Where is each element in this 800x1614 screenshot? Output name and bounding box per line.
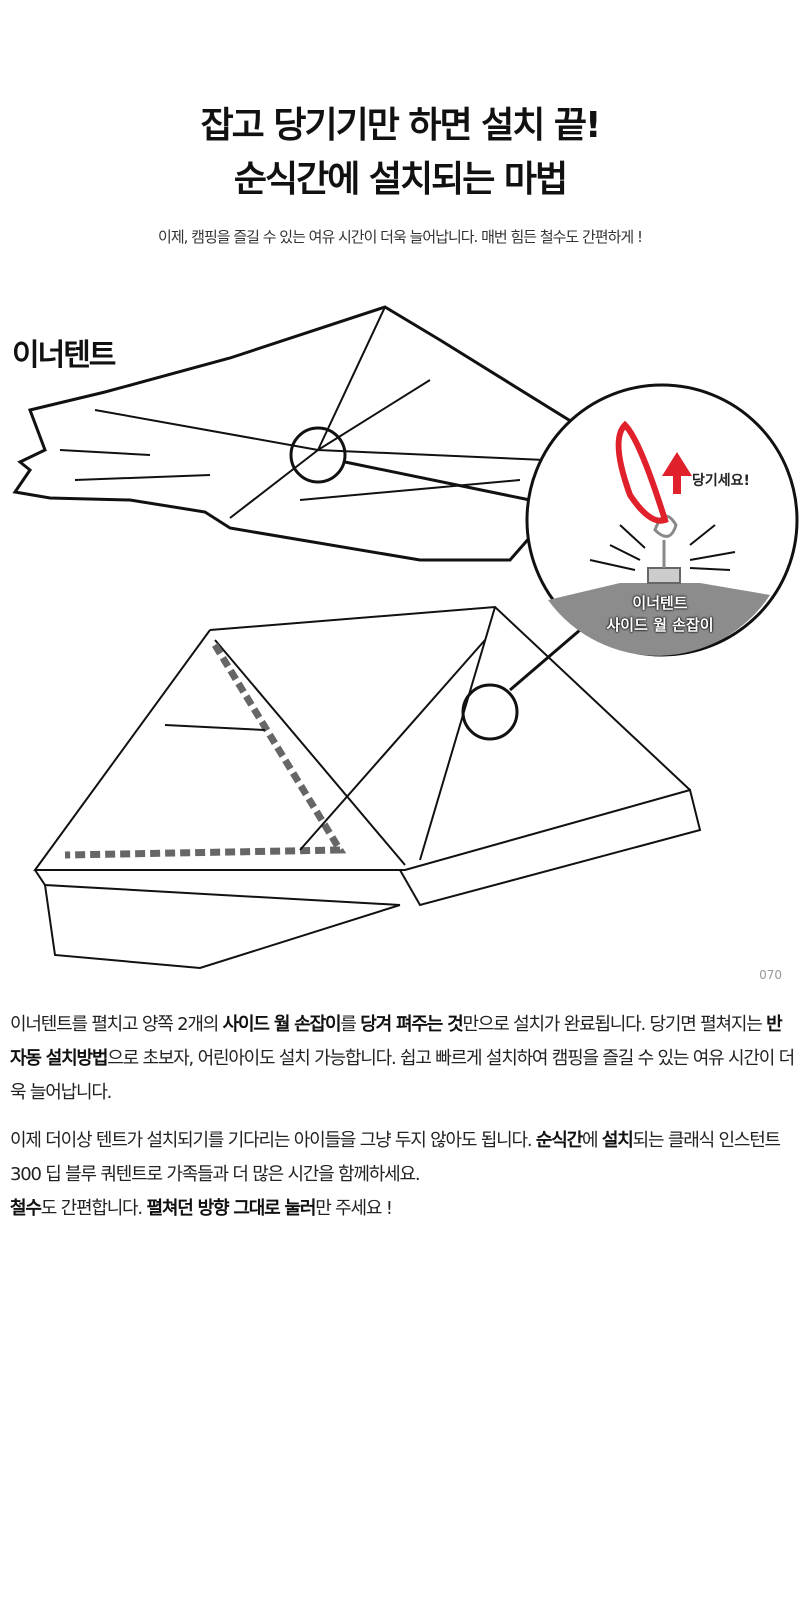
callout-pull-label: 당기세요! — [692, 473, 750, 489]
emphasis: 순식간 — [535, 1130, 583, 1151]
emphasis: 설치 — [601, 1130, 634, 1151]
red-up-arrow-icon — [662, 452, 692, 494]
text: 만 주세요 ! — [315, 1198, 393, 1219]
paragraph-3: 철수도 간편합니다. 펼쳐던 방향 그대로 눌러만 주세요 ! — [10, 1192, 795, 1226]
text: 으로 초보자, 어린아이도 설치 가능합니다. 쉽고 빠르게 설치하여 캠핑을 … — [10, 1048, 795, 1103]
text: 만으로 설치가 완료됩니다. 당기면 펼쳐지는 — [462, 1014, 767, 1035]
callout-part-label-2: 사이드 월 손잡이 — [606, 616, 714, 634]
section-label: 이너텐트 — [12, 338, 116, 373]
text: 이너텐트를 펼치고 양쪽 2개의 — [10, 1014, 223, 1035]
headline-line2: 순식간에 설치되는 마법 — [233, 159, 568, 200]
zoom-circle-setup — [461, 683, 519, 741]
zoom-circle-folded — [289, 426, 347, 484]
text: 를 — [340, 1014, 361, 1035]
paragraph-1: 이너텐트를 펼치고 양쪽 2개의 사이드 월 손잡이를 당겨 펴주는 것만으로 … — [10, 1008, 795, 1110]
emphasis: 펼쳐던 방향 그대로 눌러 — [146, 1198, 316, 1219]
paragraph-2: 이제 더이상 텐트가 설치되기를 기다리는 아이들을 그냥 두지 않아도 됩니다… — [10, 1124, 795, 1192]
emphasis: 당겨 펴주는 것 — [360, 1014, 464, 1035]
handle-callout — [525, 383, 799, 657]
tent-illustration — [12, 305, 799, 970]
text: 에 — [582, 1130, 602, 1151]
text: 되는 클래식 인스턴트 300 딥 블루 쿼텐트로 가족들과 더 많은 시간을 … — [10, 1130, 781, 1185]
headline-line1: 잡고 당기기만 하면 설치 끝! — [200, 105, 602, 146]
page-number: 070 — [759, 968, 782, 982]
emphasis: 반자동 설치방법 — [10, 1014, 783, 1069]
callout-part-label-1: 이너텐트 — [632, 594, 688, 612]
text: 도 간편합니다. — [40, 1198, 147, 1219]
folded-tent-drawing — [12, 305, 587, 562]
red-pull-loop — [615, 420, 669, 524]
setup-tent-drawing — [33, 605, 702, 970]
text: 이제 더이상 텐트가 설치되기를 기다리는 아이들을 그냥 두지 않아도 됩니다… — [10, 1130, 536, 1151]
emphasis: 철수 — [10, 1198, 42, 1219]
subtitle: 이제, 캠핑을 즐길 수 있는 여유 시간이 더욱 늘어납니다. 매번 힘든 철… — [158, 228, 643, 246]
emphasis: 사이드 월 손잡이 — [222, 1014, 342, 1035]
